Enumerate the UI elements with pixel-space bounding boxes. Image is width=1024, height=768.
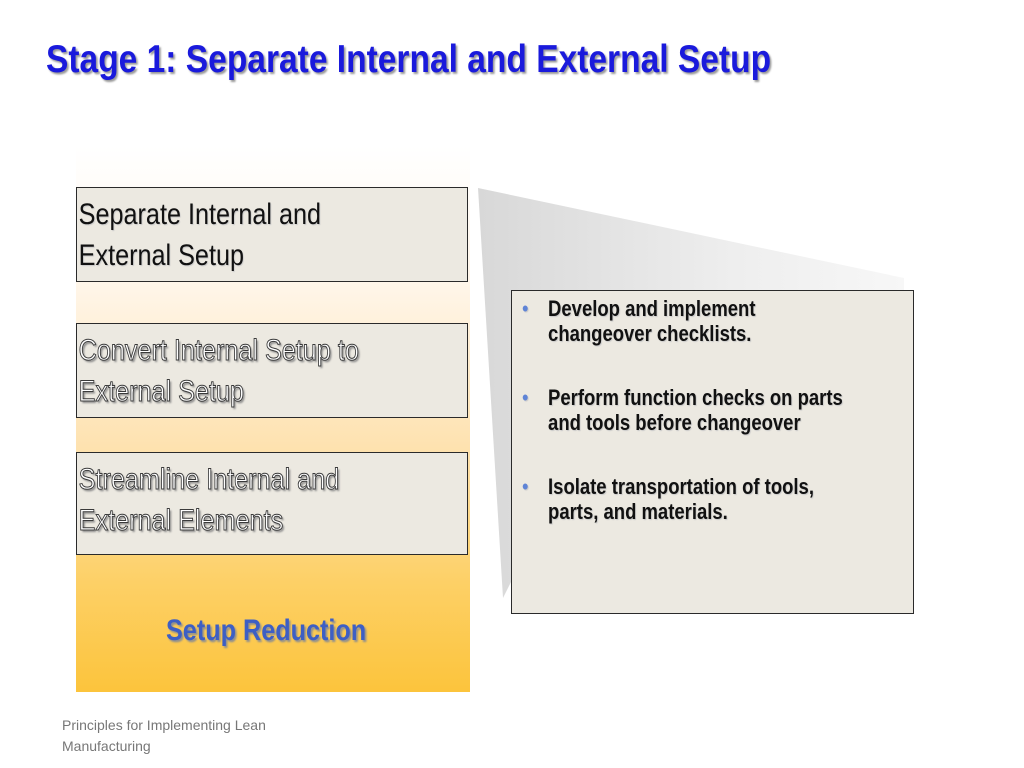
detail-bullet-item: • Perform function checks on parts and t… xyxy=(522,385,892,435)
stage-box-separate: Separate Internal and External Setup xyxy=(76,187,468,282)
detail-box: • Develop and implement changeover check… xyxy=(511,290,914,614)
footer-text: Principles for Implementing Lean Manufac… xyxy=(62,717,266,754)
bullet-dot-icon: • xyxy=(522,474,529,499)
stage-box-convert: Convert Internal Setup to External Setup xyxy=(76,323,468,418)
stage-label-separate: Separate Internal and External Setup xyxy=(78,198,322,272)
bullet-dot-icon: • xyxy=(522,385,529,410)
bullet-text-function-checks: Perform function checks on parts and too… xyxy=(548,385,843,435)
setup-reduction-label: Setup Reduction xyxy=(166,614,367,647)
bullet-text-transportation: Isolate transportation of tools, parts, … xyxy=(548,474,814,524)
bullet-text-checklists: Develop and implement changeover checkli… xyxy=(548,296,756,346)
stage-label-convert: Convert Internal Setup to External Setup xyxy=(78,334,359,409)
slide-title: Stage 1: Separate Internal and External … xyxy=(46,38,772,81)
stage-box-streamline: Streamline Internal and External Element… xyxy=(76,452,468,555)
bullet-dot-icon: • xyxy=(522,296,529,321)
stage-label-streamline: Streamline Internal and External Element… xyxy=(78,463,340,538)
detail-bullet-item: • Isolate transportation of tools, parts… xyxy=(522,474,892,524)
detail-bullet-item: • Develop and implement changeover check… xyxy=(522,296,892,346)
callout-wedge-shape xyxy=(478,188,904,598)
